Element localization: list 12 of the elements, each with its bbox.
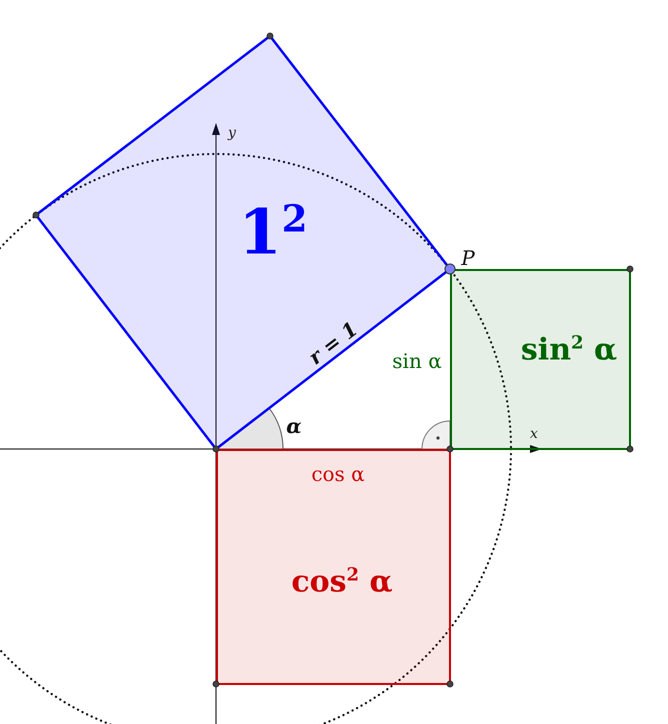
sine-square xyxy=(450,269,631,450)
side-label: sin α xyxy=(392,351,442,371)
axis-label: y xyxy=(228,126,236,140)
radius-label: r = 1 xyxy=(305,318,361,368)
area-label: 1$^{2}$ xyxy=(238,200,308,264)
cosine-square xyxy=(216,449,451,685)
point-label: P xyxy=(461,248,475,268)
angle-label: α xyxy=(286,416,302,436)
area-label: sin$^{2}$ α xyxy=(520,334,618,366)
side-label: cos α xyxy=(311,464,365,484)
area-label: cos$^{2}$ α xyxy=(291,566,393,598)
axis-label: x xyxy=(530,427,538,441)
